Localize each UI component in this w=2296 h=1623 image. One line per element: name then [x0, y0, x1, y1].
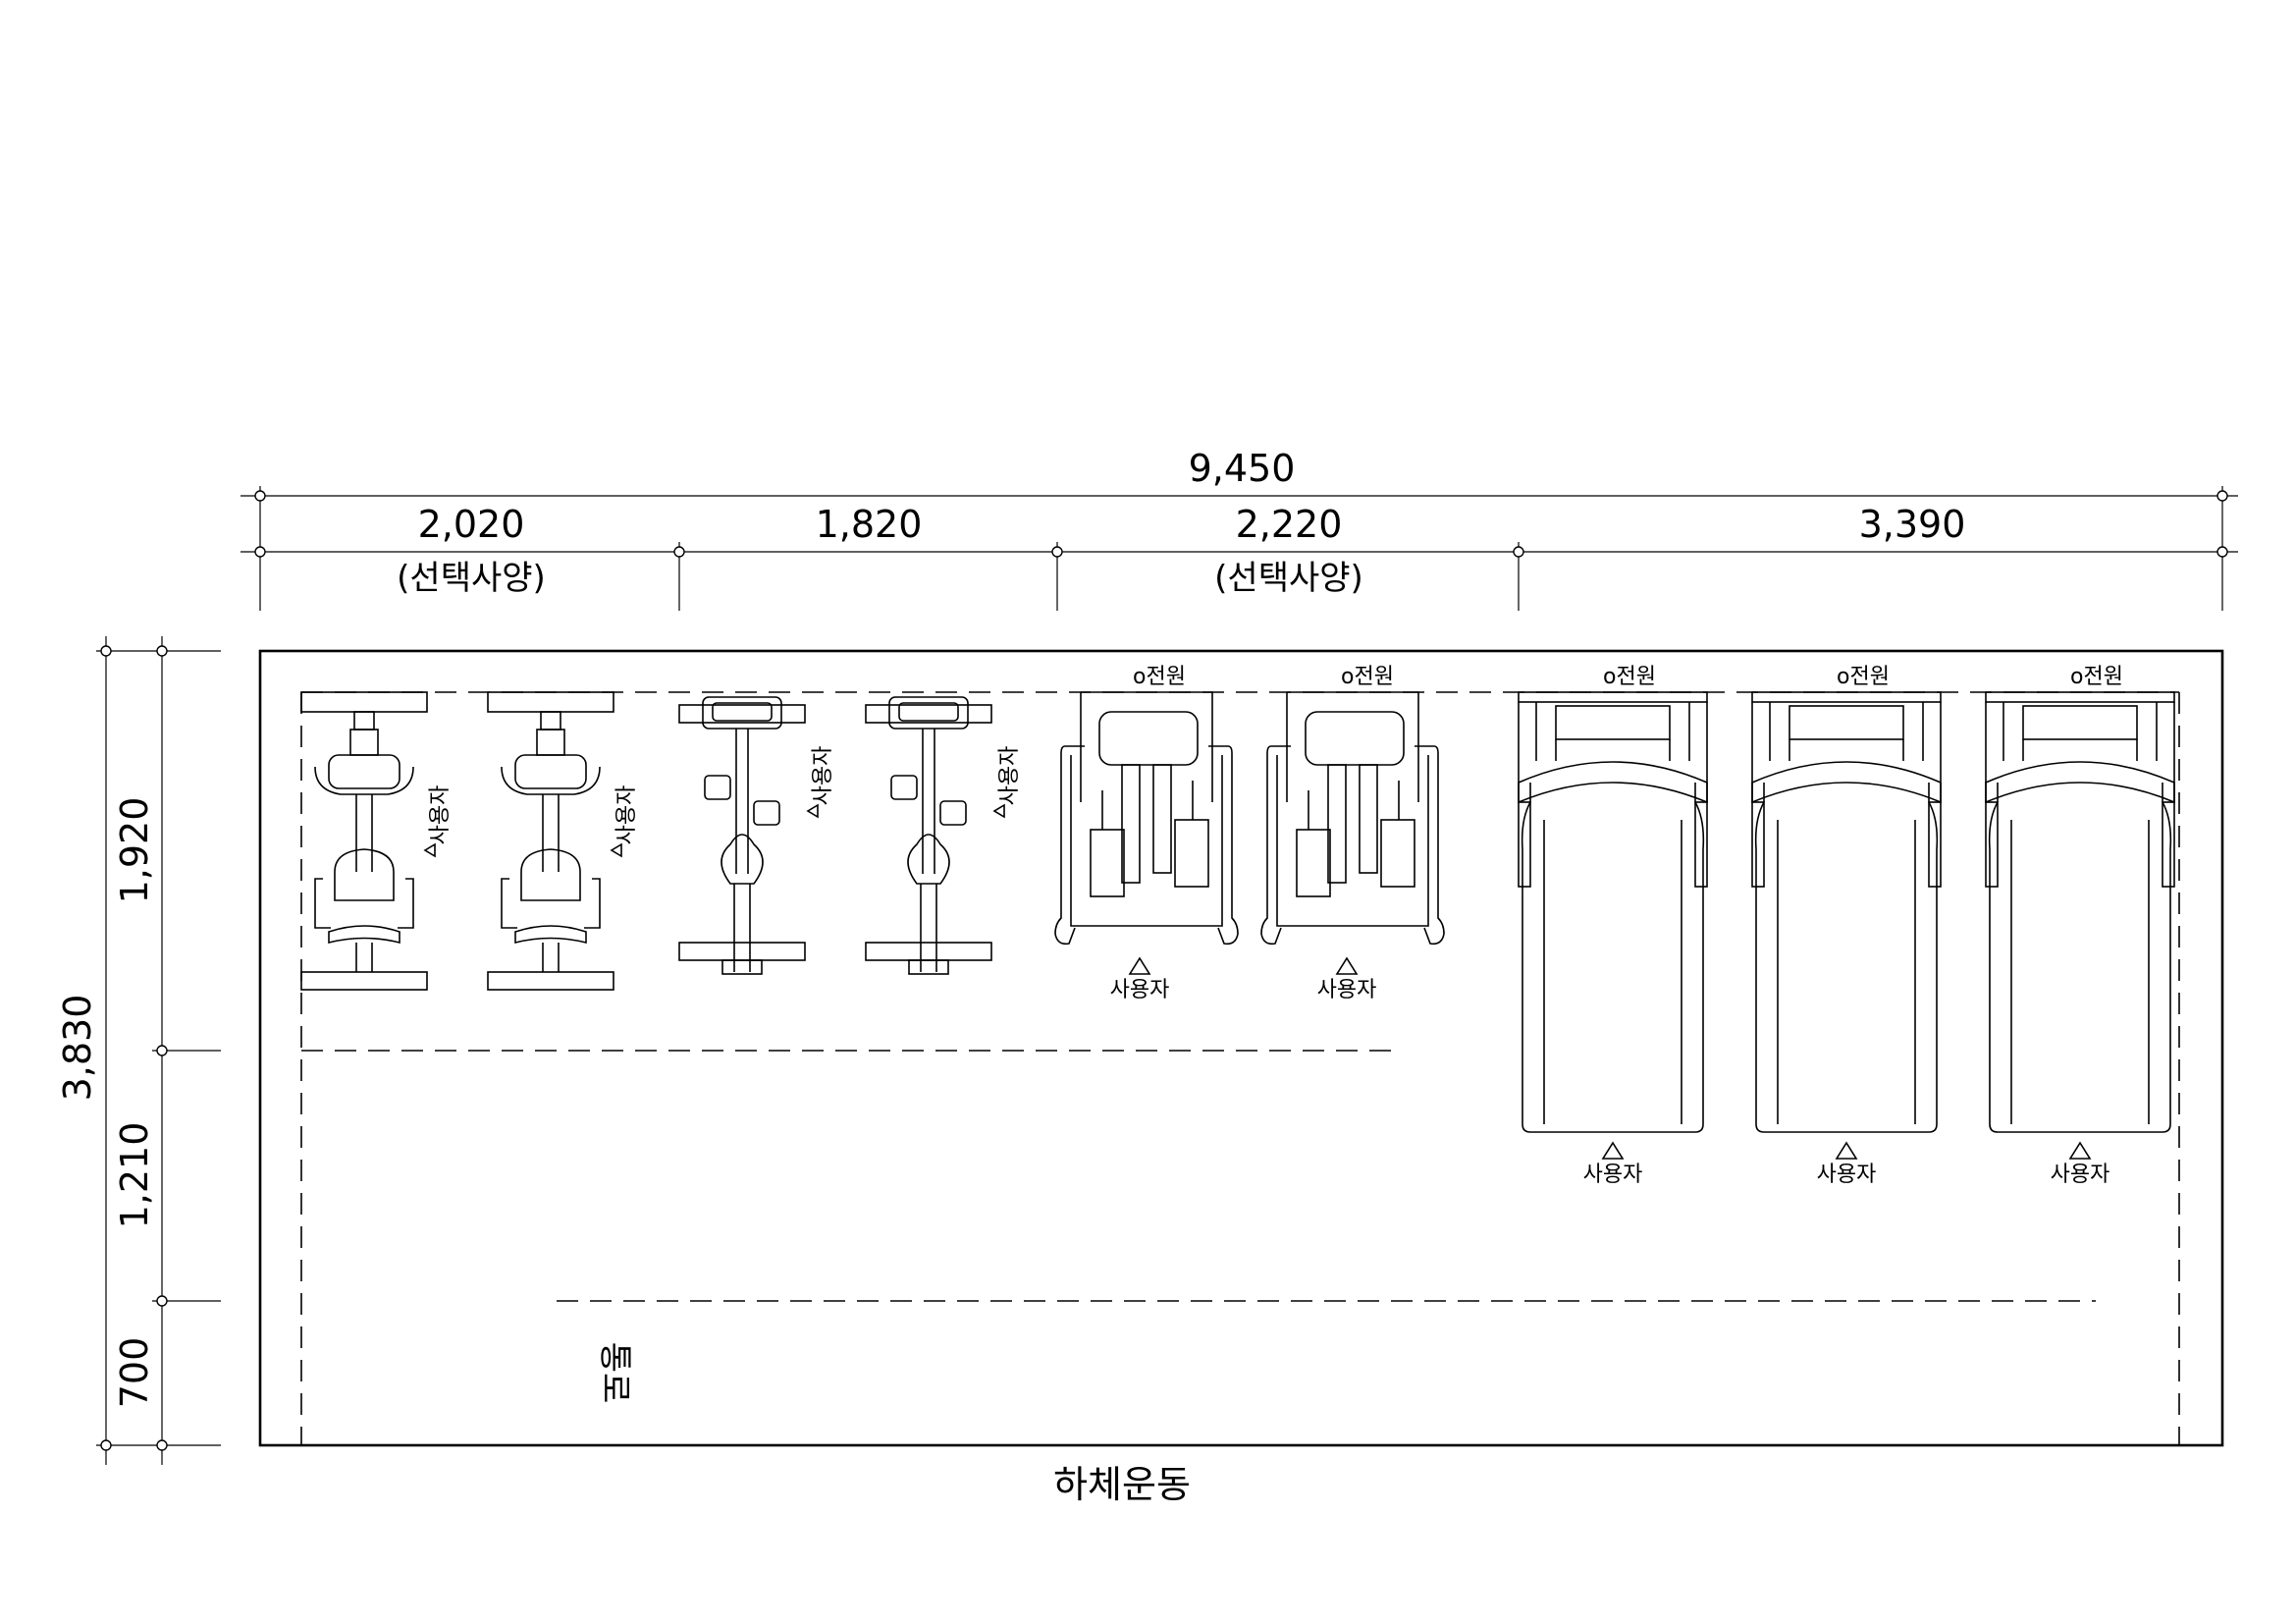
power-label-stepper-2: o전원 [1341, 665, 1394, 689]
drawing-title: 하체운동 [1053, 1463, 1191, 1506]
user-marker-leg-press-1: 사용자 [423, 785, 453, 858]
equipment-treadmill-2 [1751, 691, 1942, 1133]
equipment-leg-press-2 [487, 691, 614, 991]
user-marker-bike-1: 사용자 [806, 746, 835, 819]
user-label-leg-press-2: 사용자 [614, 785, 639, 845]
equipment-treadmill-3 [1985, 691, 2175, 1133]
power-label-stepper-1: o전원 [1133, 665, 1186, 689]
user-label-stepper-2: 사용자 [1317, 978, 1377, 1002]
user-label-leg-press-1: 사용자 [428, 785, 453, 845]
room-outline [258, 649, 2224, 1447]
user-label-treadmill-2: 사용자 [1817, 1163, 1877, 1187]
equipment-treadmill-1 [1518, 691, 1708, 1133]
segment-2-width-label: 1,820 [816, 503, 923, 546]
height-segment-2-label: 1,210 [113, 1122, 156, 1229]
vertical-dimensions: 3,830 1,920 1,210 700 [56, 636, 221, 1465]
user-label-bike-2: 사용자 [997, 746, 1022, 806]
user-label-stepper-1: 사용자 [1110, 978, 1170, 1002]
user-label-bike-1: 사용자 [811, 746, 835, 806]
segment-3-width-label: 2,220 [1236, 503, 1343, 546]
user-label-treadmill-3: 사용자 [2051, 1163, 2110, 1187]
overall-height-label: 3,830 [56, 995, 99, 1102]
segment-1-note: (선택사양) [397, 559, 546, 598]
user-marker-bike-2: 사용자 [992, 746, 1022, 819]
horizontal-dimensions: 9,450 2,020 1,820 2,220 3,390 (선택사양) (선택… [240, 447, 2238, 611]
overall-width-label: 9,450 [1189, 447, 1296, 490]
user-marker-treadmill-1: 사용자 [1583, 1141, 1643, 1187]
equipment-leg-press-1 [300, 691, 428, 991]
height-segment-3-label: 700 [113, 1337, 156, 1409]
user-marker-stepper-1: 사용자 [1110, 956, 1170, 1002]
user-marker-leg-press-2: 사용자 [610, 785, 639, 858]
power-label-treadmill-1: o전원 [1603, 665, 1656, 689]
equipment-bike-2 [865, 696, 992, 975]
user-marker-treadmill-2: 사용자 [1817, 1141, 1877, 1187]
power-label-treadmill-3: o전원 [2070, 665, 2123, 689]
power-label-treadmill-2: o전원 [1837, 665, 1890, 689]
equipment-stepper-2 [1260, 691, 1445, 946]
aisle-label: 통로 [595, 1342, 634, 1404]
segment-1-width-label: 2,020 [418, 503, 525, 546]
equipment-bike-1 [678, 696, 806, 975]
height-segment-1-label: 1,920 [113, 797, 156, 904]
user-marker-treadmill-3: 사용자 [2051, 1141, 2110, 1187]
segment-4-width-label: 3,390 [1859, 503, 1966, 546]
user-marker-stepper-2: 사용자 [1317, 956, 1377, 1002]
user-label-treadmill-1: 사용자 [1583, 1163, 1643, 1187]
equipment-stepper-1 [1054, 691, 1239, 946]
segment-3-note: (선택사양) [1214, 559, 1363, 598]
